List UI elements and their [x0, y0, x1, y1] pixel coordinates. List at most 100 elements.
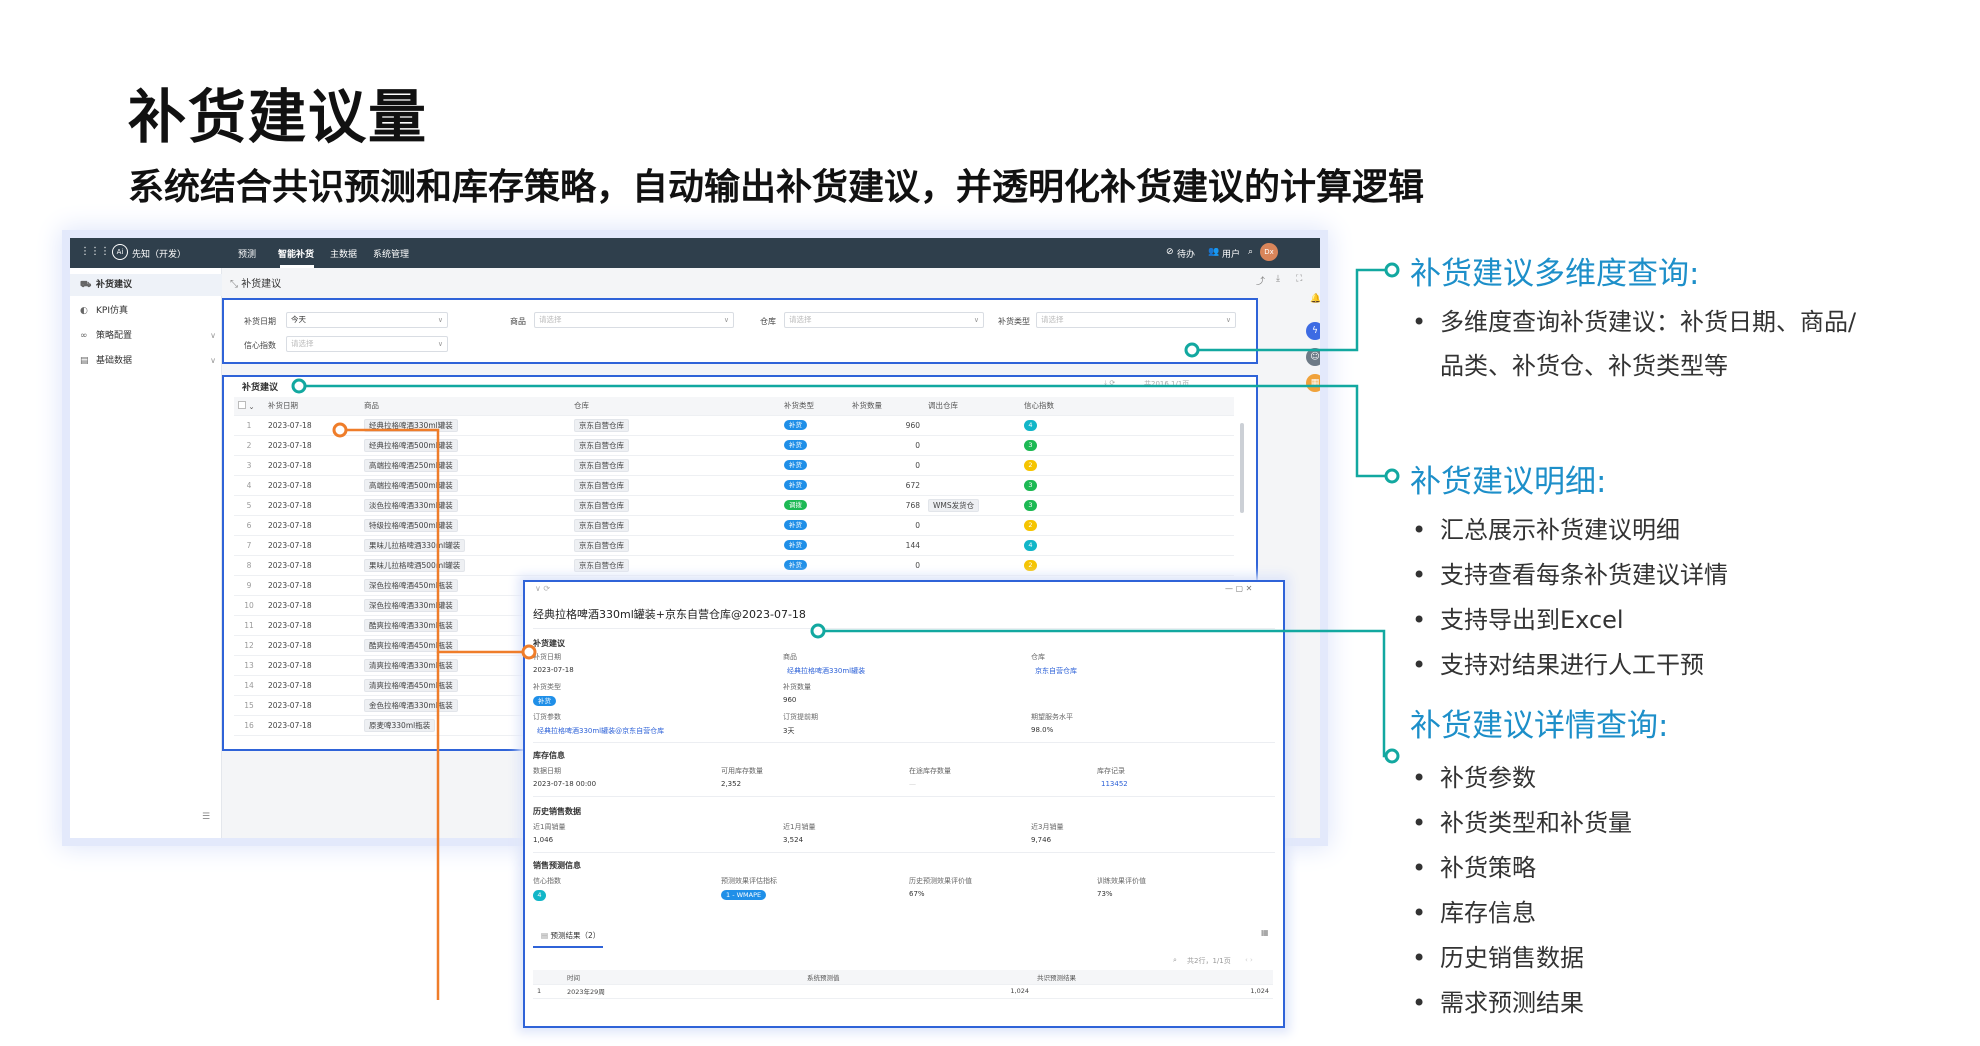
popup-nav-icons[interactable]: ∨ ⟳	[535, 584, 551, 593]
cell-confidence: 4	[1020, 415, 1234, 436]
table-scrollbar[interactable]	[1240, 423, 1244, 513]
link-stock-record[interactable]: 113452	[1101, 780, 1128, 788]
filter-warehouse-label: 仓库	[760, 317, 776, 326]
sidebar-item-strategy[interactable]: ∞策略配置∨	[70, 325, 222, 347]
cell-from-warehouse	[924, 435, 1020, 456]
value-month1: 3,524	[783, 836, 804, 844]
filter-type-select[interactable]: 请选择∨	[1036, 312, 1236, 328]
fullscreen-icon[interactable]: ⛶	[1296, 274, 1303, 284]
nav-smart-replenish[interactable]: 智能补货	[278, 250, 315, 260]
chevron-down-icon: ∨	[1225, 316, 1231, 324]
cell-type: 补货	[780, 475, 848, 496]
link-warehouse[interactable]: 京东自营仓库	[1035, 667, 1077, 675]
collapse-sidebar-icon[interactable]: ☰	[202, 812, 211, 822]
sidebar-item-replenish[interactable]: ⛟补货建议	[70, 274, 222, 296]
bell-icon[interactable]: 🔔	[1310, 294, 1320, 304]
filter-product-select[interactable]: 请选择∨	[534, 312, 734, 328]
cell-product: 清爽拉格啤酒330ml瓶装	[360, 655, 570, 676]
result-search-icon[interactable]: ⌕	[1173, 956, 1177, 964]
feature-bullet: •支持查看每条补货建议详情	[1412, 561, 1728, 589]
marker-row	[332, 422, 348, 438]
tab-forecast-result[interactable]: ▤ 预测结果（2）	[541, 931, 601, 940]
download-icon[interactable]: ⤓	[1276, 274, 1280, 284]
table-icon: ▤	[541, 931, 551, 940]
filter-confidence-select[interactable]: 请选择∨	[286, 336, 448, 352]
col-date[interactable]: 补货日期	[264, 397, 360, 416]
nav-forecast[interactable]: 预测	[238, 250, 257, 260]
table-row[interactable]: 1 2023年29周 1,024 1,024	[533, 984, 1273, 999]
export-icon[interactable]: ▦	[1261, 928, 1269, 937]
col-warehouse[interactable]: 仓库	[570, 397, 780, 416]
cell-from-warehouse	[924, 555, 1020, 576]
cell-confidence: 3	[1020, 495, 1234, 516]
cell-confidence: 4	[1020, 535, 1234, 556]
row-number: 4	[234, 475, 264, 496]
robot-icon[interactable]: ☺	[1306, 348, 1320, 366]
connector-row-to-popup	[340, 428, 529, 654]
col-type[interactable]: 补货类型	[780, 397, 848, 416]
feature-bullet: •历史销售数据	[1412, 944, 1584, 972]
cell-product: 酷爽拉格啤酒330ml瓶装	[360, 615, 570, 636]
detail-popup: ∨ ⟳ — ▢ ✕ 经典拉格啤酒330ml罐装+京东自营仓库@2023-07-1…	[523, 580, 1285, 1028]
share-icon[interactable]: ⤴	[1256, 277, 1266, 287]
nav-master-data[interactable]: 主数据	[330, 250, 358, 260]
value-metric: 1 - WMAPE	[721, 890, 767, 900]
section-history: 历史销售数据	[533, 807, 581, 816]
cell-qty: 672	[848, 475, 924, 496]
expand-icon: ⤡	[230, 279, 242, 290]
col-time[interactable]: 时间	[563, 970, 803, 985]
link-param[interactable]: 经典拉格啤酒330ml罐装@京东自营仓库	[537, 727, 665, 735]
col-sys-forecast[interactable]: 系统预测值	[803, 970, 1033, 985]
cell-type: 补货	[780, 515, 848, 536]
search-icon[interactable]: ⌕	[1248, 247, 1254, 257]
pager-arrows[interactable]: ‹ ›	[1245, 956, 1253, 964]
popup-window-controls[interactable]: — ▢ ✕	[1225, 584, 1253, 593]
database-icon: ▤	[80, 356, 89, 366]
filter-date-select[interactable]: 今天∨	[286, 312, 448, 328]
nav-system-admin[interactable]: 系统管理	[373, 250, 410, 260]
link-product[interactable]: 经典拉格啤酒330ml罐装	[787, 667, 866, 675]
page-subtitle: 系统结合共识预测和库存策略，自动输出补货建议，并透明化补货建议的计算逻辑	[128, 167, 1425, 208]
gauge-icon: ◐	[80, 306, 88, 316]
cell-date: 2023-07-18	[264, 535, 360, 556]
cell-warehouse: 京东自营仓库	[570, 535, 780, 556]
grid-menu-icon[interactable]: ⋮⋮⋮	[80, 246, 110, 257]
brand-logo-icon: Ai	[112, 244, 128, 260]
label-warehouse: 仓库	[1031, 653, 1045, 661]
cell-date: 2023-07-18	[264, 435, 360, 456]
app-grid-icon[interactable]: ▦	[1306, 374, 1320, 392]
feature-bullet: •补货参数	[1412, 764, 1536, 792]
todo-link[interactable]: 待办	[1177, 250, 1196, 260]
cell-date: 2023-07-18	[264, 615, 360, 636]
todo-icon[interactable]: ⊘	[1166, 247, 1174, 257]
users-link[interactable]: 用户	[1222, 250, 1241, 260]
col-confidence[interactable]: 信心指数	[1020, 397, 1234, 416]
sidebar-item-basedata[interactable]: ▤基础数据∨	[70, 350, 222, 372]
col-qty[interactable]: 补货数量	[848, 397, 924, 416]
cell-product: 经典拉格啤酒500ml罐装	[360, 435, 570, 456]
table-toolbar-icons[interactable]: ⤓ ⟳	[1104, 379, 1116, 387]
table-pager: 共2016 1/1页	[1144, 380, 1190, 388]
row-number: 16	[234, 715, 264, 736]
col-from-warehouse[interactable]: 调出仓库	[924, 397, 1020, 416]
value-in-transit: —	[909, 780, 916, 788]
sidebar-item-kpi[interactable]: ◐KPI仿真	[70, 300, 222, 322]
select-all-checkbox[interactable]: ⌄	[234, 397, 264, 416]
col-product[interactable]: 商品	[360, 397, 570, 416]
avatar[interactable]: Dx	[1260, 243, 1278, 261]
cell-product: 高端拉格啤酒500ml罐装	[360, 475, 570, 496]
cell-product: 果味儿拉格啤酒330ml罐装	[360, 535, 570, 556]
users-icon[interactable]: 👥	[1208, 247, 1220, 257]
lightning-icon[interactable]: ϟ	[1306, 322, 1320, 340]
label-train-eval: 训练效果评价值	[1097, 877, 1146, 885]
cell-product: 清爽拉格啤酒450ml瓶装	[360, 675, 570, 696]
col-consensus[interactable]: 共识预测结果	[1033, 970, 1273, 985]
filter-warehouse-select[interactable]: 请选择∨	[784, 312, 984, 328]
